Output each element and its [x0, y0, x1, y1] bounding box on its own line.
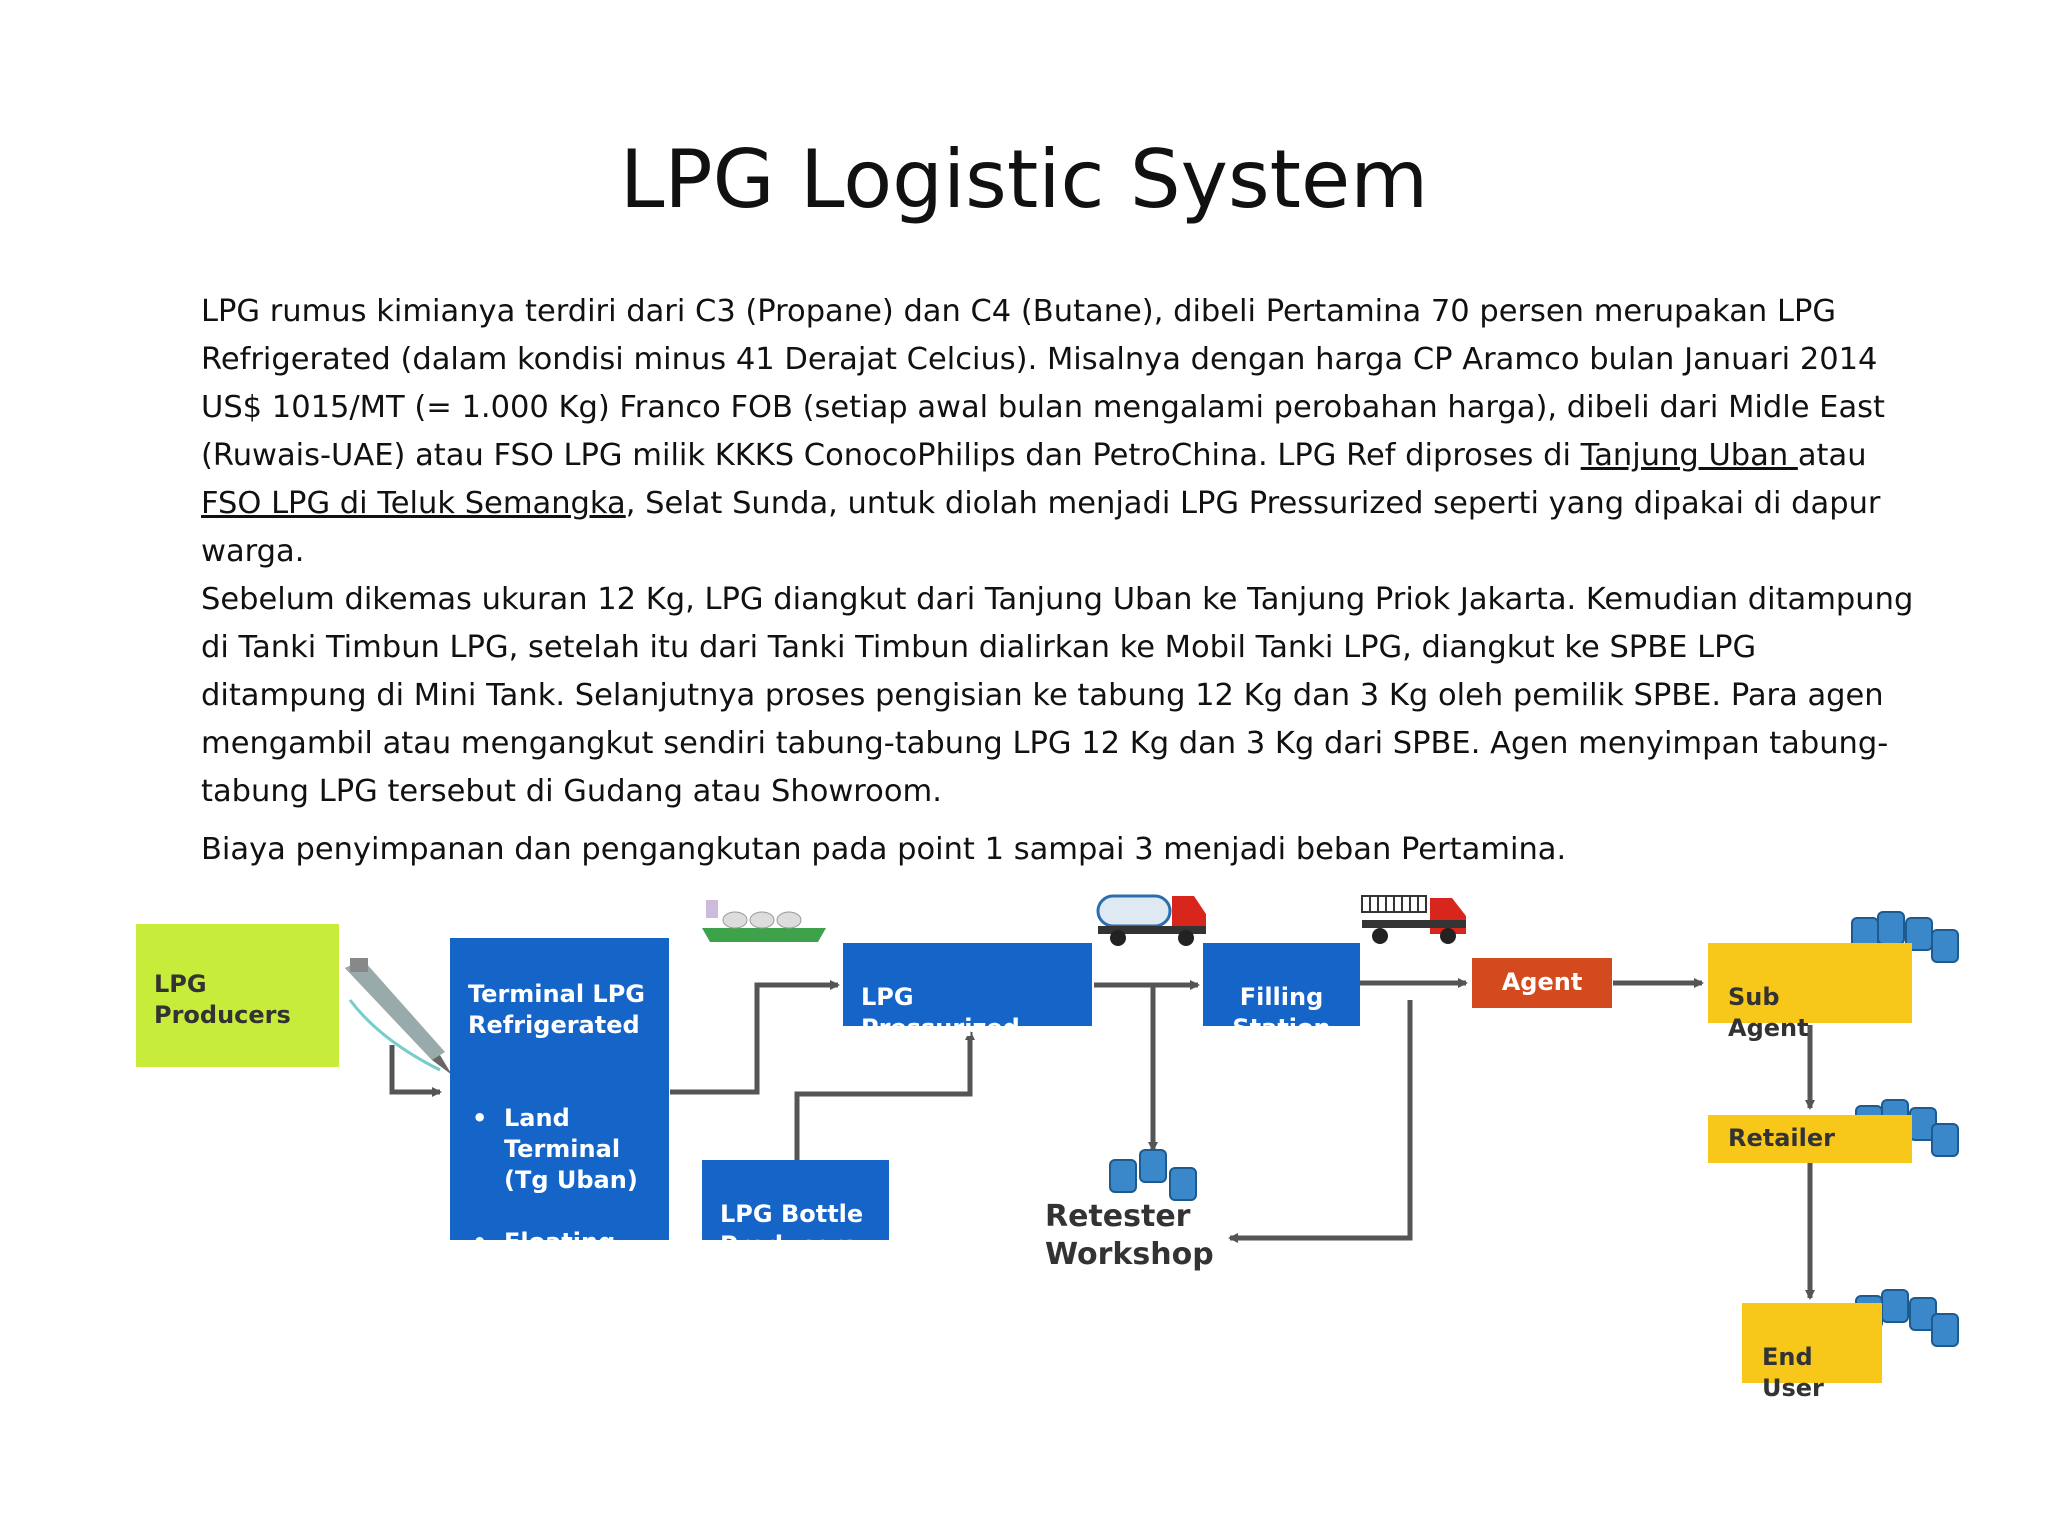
tank-truck-icon: [1096, 894, 1206, 946]
lpg-bottle-producers-box: LPG Bottle Producers: [702, 1160, 889, 1259]
arrow-producers-terminal: [389, 1045, 442, 1097]
retester-workshop-label: Retester Workshop: [1045, 1199, 1214, 1272]
paragraph-1-end: , Selat Sunda, untuk diolah menjadi LPG …: [201, 486, 1881, 569]
arrow-retester-return: [1228, 1000, 1413, 1243]
lpg-producers-box: LPG Producers: [136, 924, 339, 1067]
link-fso-teluk-semangka[interactable]: FSO LPG di Teluk Semangka: [201, 486, 626, 521]
lpg-producers-label: LPG Producers: [154, 970, 291, 1029]
terminal-lpg-refrigerated-box: Terminal LPG Refrigerated Land Terminal …: [450, 938, 669, 1349]
paragraph-2: Sebelum dikemas ukuran 12 Kg, LPG diangk…: [201, 582, 1914, 809]
filling-station-label: Filling Station: [1232, 983, 1331, 1042]
sub-agent-label: Sub Agent: [1728, 983, 1809, 1042]
filling-station-box: Filling Station: [1203, 943, 1360, 1042]
gas-cylinders-icon: [1109, 1149, 1197, 1201]
ship-icon: [345, 958, 452, 1075]
lpg-pressurized-depot-box: LPG Pressurized Depot: [843, 943, 1092, 1073]
terminal-item-land: Land Terminal (Tg Uban): [472, 1103, 651, 1196]
terminal-list: Land Terminal (Tg Uban) Floating Storage…: [468, 1072, 651, 1382]
bottle-producers-label: LPG Bottle Producers: [720, 1200, 864, 1259]
paragraph-1-mid: atau: [1797, 438, 1867, 473]
end-user-box: End User: [1742, 1303, 1882, 1402]
retailer-box: Retailer: [1708, 1115, 1912, 1163]
cargo-truck-icon: [1361, 895, 1466, 944]
paragraph-3: Biaya penyimpanan dan pengangkutan pada …: [201, 832, 1567, 867]
depot-label: LPG Pressurized Depot: [861, 983, 1020, 1073]
body-text: LPG rumus kimianya terdiri dari C3 (Prop…: [201, 288, 1921, 874]
retailer-label: Retailer: [1728, 1124, 1835, 1152]
agent-box: Agent: [1472, 958, 1612, 1008]
agent-label: Agent: [1501, 968, 1583, 996]
end-user-label: End User: [1762, 1343, 1824, 1402]
arrow-bottle-depot: [794, 1030, 975, 1160]
paragraph-1-text: LPG rumus kimianya terdiri dari C3 (Prop…: [201, 294, 1885, 473]
terminal-item-fso: Floating Storage Offloading (FSO): [472, 1227, 651, 1351]
barge-icon: [702, 900, 826, 942]
sub-agent-box: Sub Agent: [1708, 943, 1912, 1042]
arrow-terminal-depot: [670, 980, 840, 1095]
page-title: LPG Logistic System: [619, 133, 1429, 226]
paragraph-1: LPG rumus kimianya terdiri dari C3 (Prop…: [201, 288, 1921, 576]
terminal-title: Terminal LPG Refrigerated: [468, 980, 645, 1039]
link-tanjung-uban[interactable]: Tanjung Uban: [1580, 438, 1798, 473]
